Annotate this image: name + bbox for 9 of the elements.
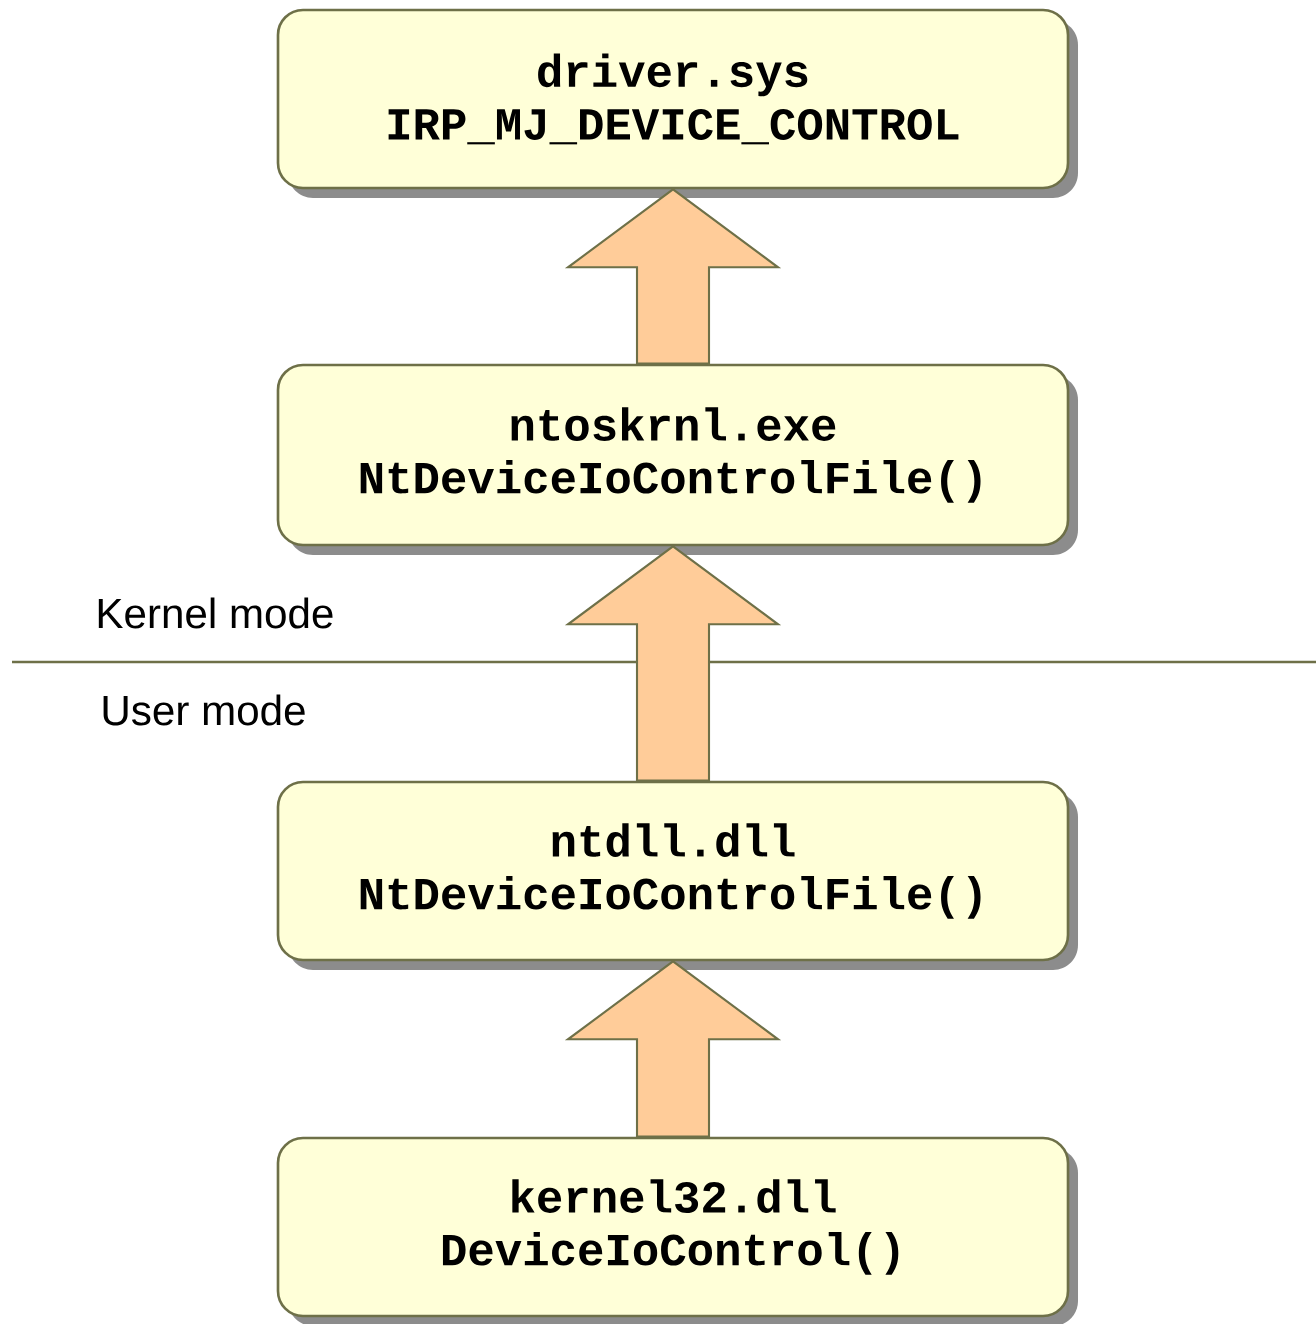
mode-label: Kernel mode bbox=[98, 597, 333, 629]
block-arrow bbox=[564, 960, 782, 1138]
process-box: ntdll.dll NtDeviceIoControlFile() bbox=[276, 780, 1078, 970]
mode-label: User mode bbox=[103, 694, 305, 726]
process-box: ntoskrnl.exe NtDeviceIoControlFile() bbox=[276, 363, 1078, 555]
block-arrow bbox=[564, 545, 782, 782]
process-box: kernel32.dll DeviceIoControl() bbox=[276, 1136, 1078, 1324]
process-box: driver.sys IRP_MJ_DEVICE_CONTROL bbox=[276, 8, 1078, 198]
block-arrow bbox=[564, 188, 782, 365]
